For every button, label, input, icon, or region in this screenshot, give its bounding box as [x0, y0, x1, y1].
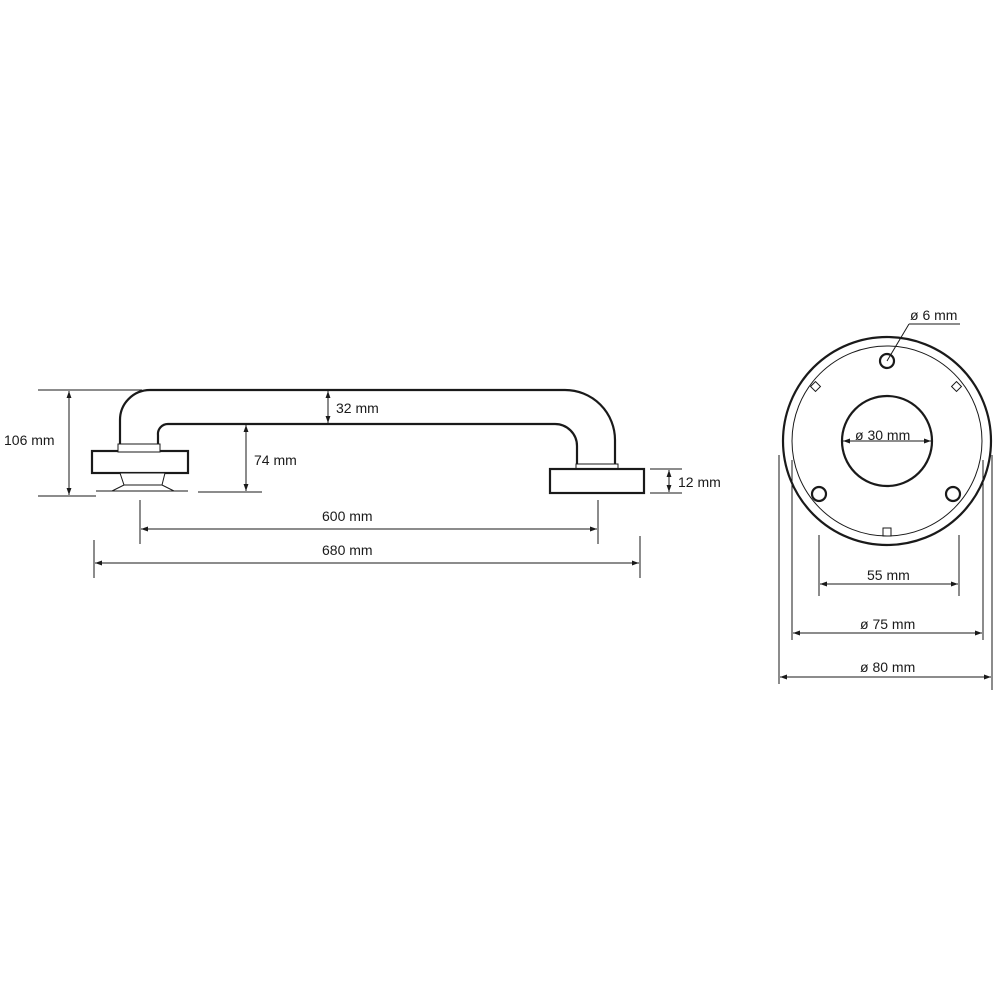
clearance-label: 74 mm: [254, 452, 297, 468]
left-collar: [117, 443, 161, 453]
tube-label: 32 mm: [336, 400, 379, 416]
square-mark-bottom: [882, 527, 892, 537]
left-base-skirt: [111, 484, 175, 492]
right-flange: [548, 467, 646, 495]
grab-bar-tube: [118, 388, 617, 464]
inner-label: ø 75 mm: [860, 616, 915, 632]
side-view: 106 mm 32 mm 74 mm 12 mm 600 mm 680 mm: [4, 388, 721, 578]
centers-label: 600 mm: [322, 508, 373, 524]
flange-outer-circle: [781, 335, 993, 547]
flange-view: ø 6 mm ø 30 mm 55 mm ø 75 mm ø 80 mm: [778, 307, 993, 690]
left-flange: [90, 449, 190, 475]
total-label: 680 mm: [322, 542, 373, 558]
height-label: 106 mm: [4, 432, 55, 448]
tube-diameter-label: ø 30 mm: [855, 427, 910, 443]
screw-hole-top: [878, 352, 896, 370]
screw-hole-left: [810, 485, 828, 503]
holes-spacing-label: 55 mm: [867, 567, 910, 583]
flange-label: 12 mm: [678, 474, 721, 490]
outer-label: ø 80 mm: [860, 659, 915, 675]
screw-hole-right: [944, 485, 962, 503]
square-mark-left: [809, 380, 822, 393]
left-base: [119, 472, 166, 486]
square-mark-right: [950, 380, 963, 393]
hole-leader: [886, 323, 910, 362]
tube-circle: [840, 394, 934, 488]
hole-label: ø 6 mm: [910, 307, 957, 323]
